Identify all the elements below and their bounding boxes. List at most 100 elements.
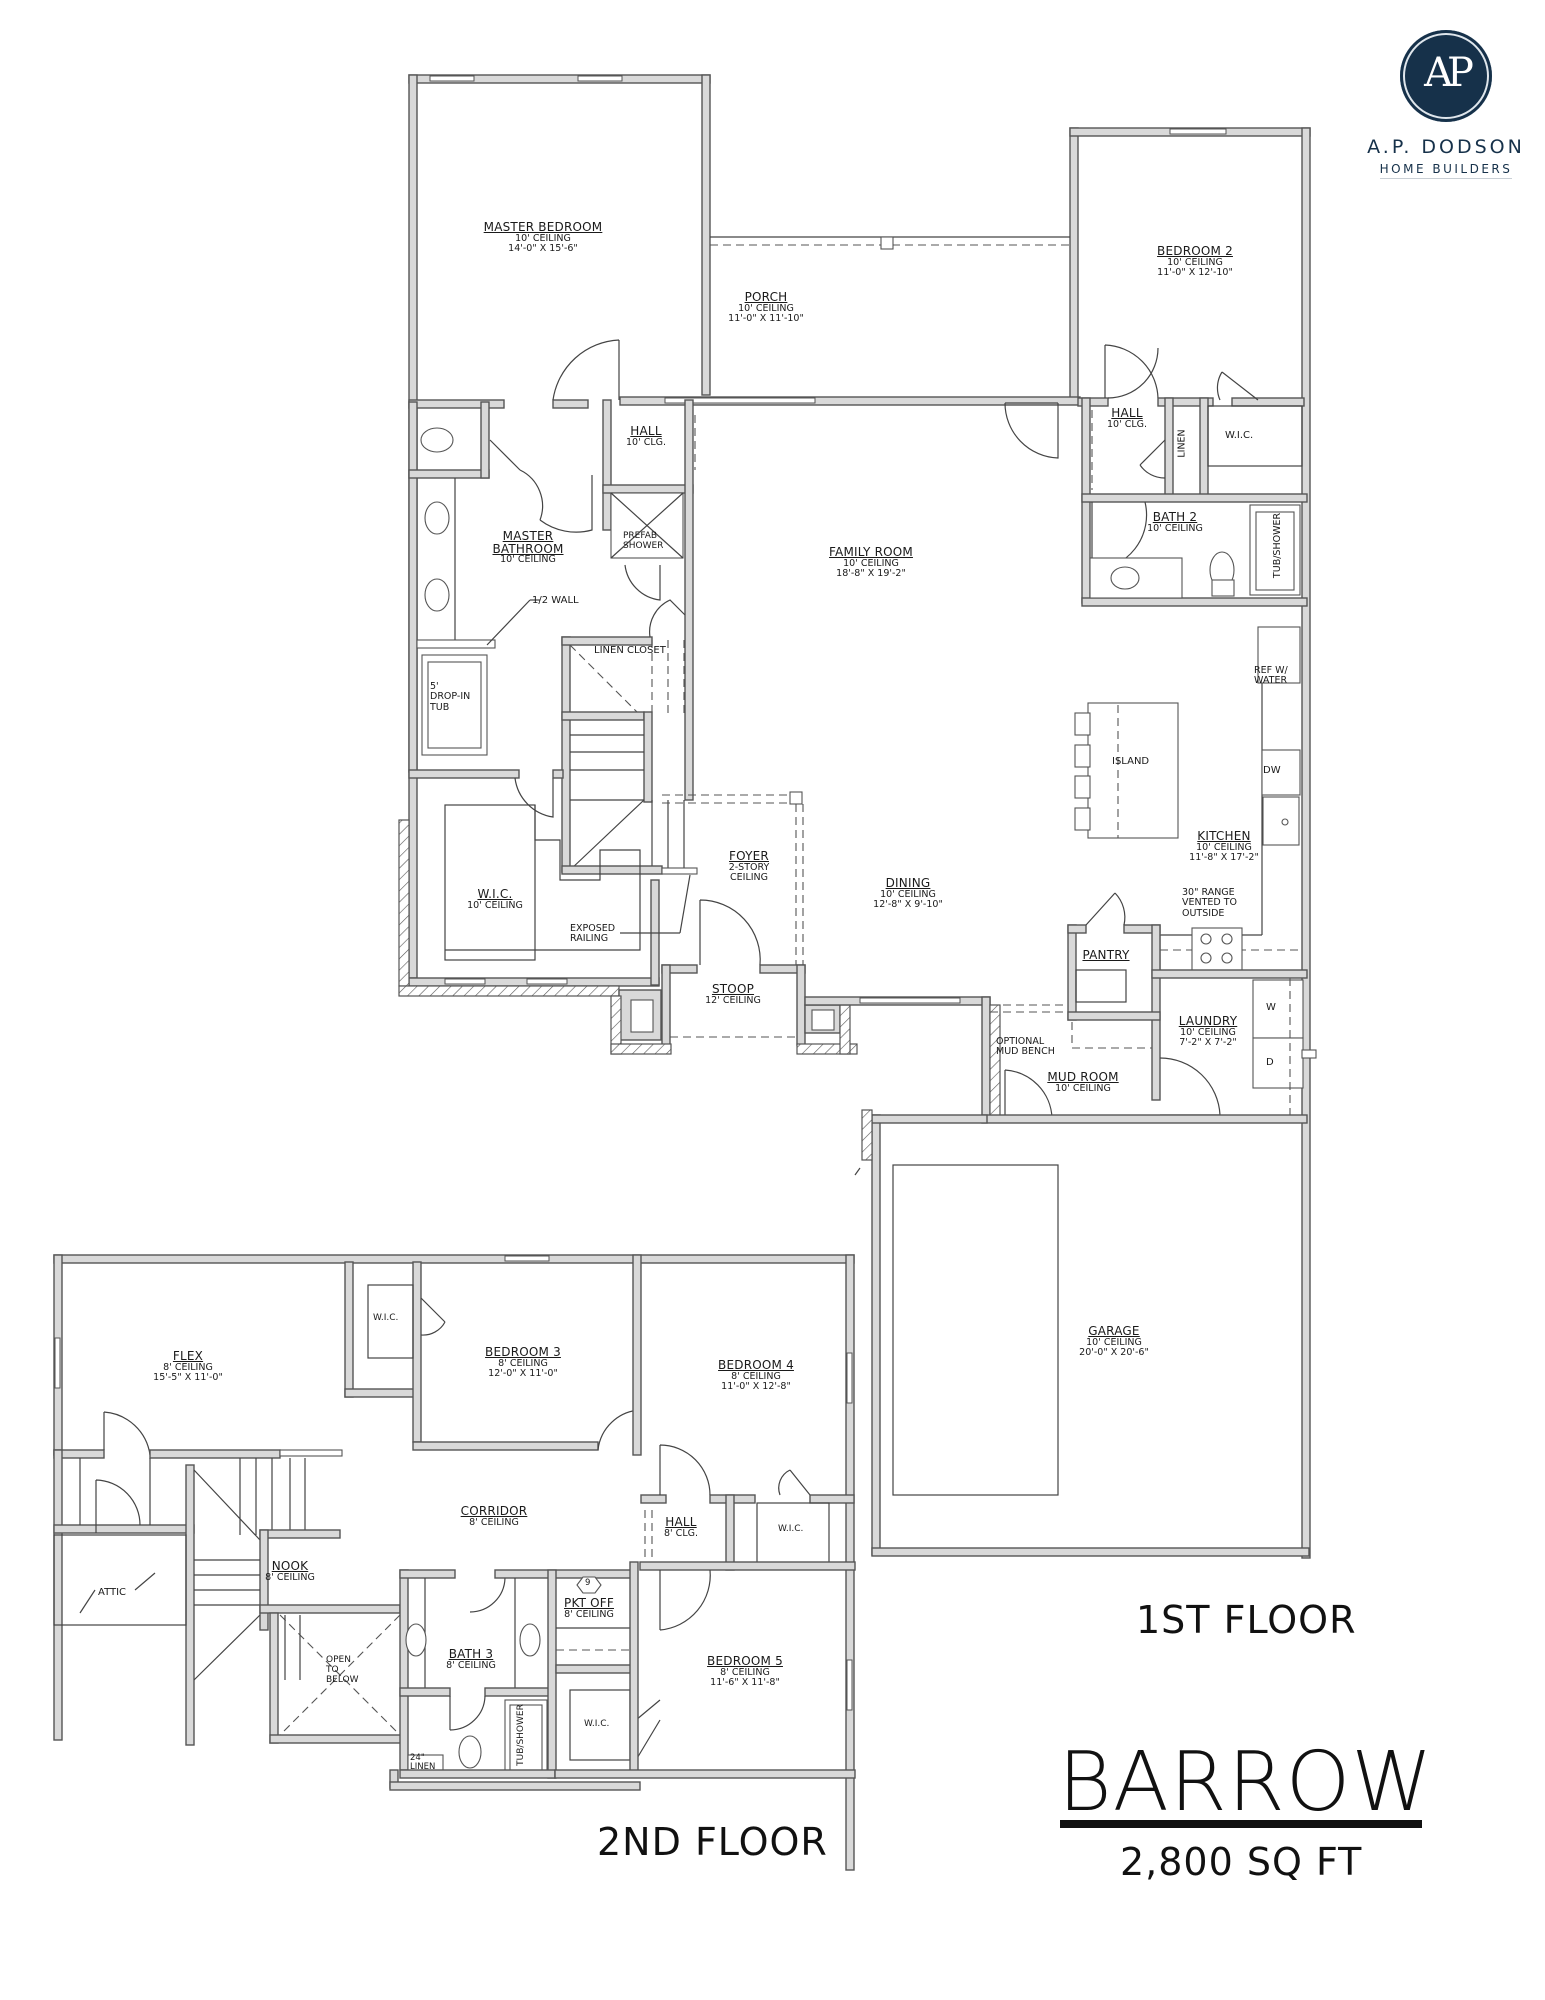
mud-bench-line1: OPTIONAL bbox=[996, 1036, 1045, 1047]
room-name: HALL bbox=[665, 1515, 697, 1529]
room-size: 12'-0" X 11'-0" bbox=[488, 1367, 558, 1379]
room-ceiling: 10' CEILING bbox=[1196, 841, 1252, 853]
plan-name-underline bbox=[1060, 1820, 1422, 1828]
room-name: FLEX bbox=[172, 1349, 204, 1363]
room-bedroom-5: BEDROOM 5 8' CEILING 11'-6" X 11'-8" bbox=[707, 1655, 783, 1688]
room-master-bathroom: MASTER BATHROOM 10' CEILING bbox=[492, 530, 563, 565]
room-name: MASTER BEDROOM bbox=[483, 220, 603, 234]
room-name: PANTRY bbox=[1082, 948, 1130, 962]
room-ceiling: 8' CEILING bbox=[498, 1357, 548, 1369]
plan-name: BARROW bbox=[1058, 1735, 1434, 1830]
room-garage: GARAGE 10' CEILING 20'-0" X 20'-6" bbox=[1079, 1325, 1149, 1358]
room-corridor: CORRIDOR 8' CEILING bbox=[461, 1505, 528, 1528]
wic-bedroom-4: W.I.C. bbox=[778, 1524, 804, 1534]
range-line2: VENTED TO bbox=[1182, 897, 1238, 909]
tub-line2: DROP-IN bbox=[430, 691, 471, 703]
open-to-below-label: OPEN TO BELOW bbox=[326, 1655, 359, 1686]
room-ceiling: 8' CEILING bbox=[446, 1659, 496, 1671]
room-size: 11'-0" X 12'-10" bbox=[1157, 266, 1233, 278]
room-size: 7'-2" X 7'-2" bbox=[1179, 1036, 1237, 1048]
room-bath-3: BATH 3 8' CEILING bbox=[446, 1648, 496, 1671]
room-name: HALL bbox=[1111, 406, 1143, 420]
room-foyer: FOYER 2-STORY CEILING bbox=[729, 850, 770, 883]
attic-label: ATTIC bbox=[98, 1587, 127, 1598]
room-porch: PORCH 10' CEILING 11'-0" X 11'-10" bbox=[728, 291, 804, 324]
tub-shower-bath-2: TUB/SHOWER bbox=[1272, 512, 1284, 579]
prefab-shower-label: PREFAB SHOWER bbox=[623, 531, 663, 552]
half-wall-callout: 1/2 WALL bbox=[532, 595, 579, 606]
room-ceiling: 8' CEILING bbox=[469, 1516, 519, 1528]
ref-line1: REF W/ bbox=[1254, 665, 1288, 676]
room-ceiling-line2: CEILING bbox=[730, 871, 768, 883]
room-name: BATH 3 bbox=[448, 1647, 494, 1661]
room-name: KITCHEN bbox=[1197, 829, 1251, 843]
room-ceiling: 10' CEILING bbox=[467, 899, 523, 911]
room-stoop: STOOP 12' CEILING bbox=[705, 983, 761, 1006]
room-bedroom-4: BEDROOM 4 8' CEILING 11'-0" X 12'-8" bbox=[718, 1359, 794, 1392]
dryer-label: D bbox=[1266, 1057, 1274, 1068]
room-hall-master: HALL 10' CLG. bbox=[626, 425, 666, 448]
open-below-line3: BELOW bbox=[326, 1674, 359, 1685]
room-wic-master: W.I.C. 10' CEILING bbox=[467, 888, 523, 911]
room-ceiling: 10' CEILING bbox=[1086, 1336, 1142, 1348]
room-ceiling: 10' CLG. bbox=[1106, 418, 1148, 430]
wic-bedroom-2: W.I.C. bbox=[1225, 430, 1254, 441]
room-size: 18'-8" X 19'-2" bbox=[836, 567, 906, 579]
open-below-line2: TO bbox=[326, 1664, 339, 1675]
tub-line1: 5' bbox=[430, 681, 439, 692]
room-laundry: LAUNDRY 10' CEILING 7'-2" X 7'-2" bbox=[1179, 1015, 1237, 1048]
room-name: BEDROOM 5 bbox=[707, 1654, 783, 1668]
room-bath-2: BATH 2 10' CEILING bbox=[1147, 511, 1203, 534]
room-hall-2nd: HALL 8' CLG. bbox=[664, 1516, 698, 1539]
brand-logo: AP A.P. DODSON HOME BUILDERS bbox=[1356, 30, 1536, 179]
room-ceiling: 10' CEILING bbox=[1147, 522, 1203, 534]
room-ceiling: 10' CEILING bbox=[1180, 1026, 1236, 1038]
room-name: GARAGE bbox=[1088, 1324, 1140, 1338]
mud-bench-line2: MUD BENCH bbox=[996, 1046, 1055, 1058]
room-ceiling: 12' CEILING bbox=[705, 994, 761, 1006]
room-name: NOOK bbox=[271, 1559, 309, 1573]
ap-monogram-badge: AP bbox=[1400, 30, 1492, 122]
room-ceiling: 8' CEILING bbox=[564, 1608, 614, 1620]
room-size: 20'-0" X 20'-6" bbox=[1079, 1346, 1149, 1358]
room-size: 11'-0" X 12'-8" bbox=[721, 1380, 791, 1392]
room-ceiling: 8' CEILING bbox=[720, 1666, 770, 1678]
room-ceiling: 8' CEILING bbox=[731, 1370, 781, 1382]
room-ceiling: 10' CEILING bbox=[1167, 256, 1223, 268]
room-ceiling: 10' CLG. bbox=[625, 436, 667, 448]
room-name-line1: MASTER bbox=[502, 529, 554, 543]
railing-line2: RAILING bbox=[570, 933, 609, 945]
room-ceiling: 10' CEILING bbox=[1055, 1082, 1111, 1094]
room-name: FOYER bbox=[729, 849, 769, 863]
room-mud-room: MUD ROOM 10' CEILING bbox=[1047, 1071, 1118, 1094]
room-size: 11'-6" X 11'-8" bbox=[710, 1676, 780, 1688]
ref-line2: WATER bbox=[1254, 675, 1288, 687]
linen-closet-bedroom-2: LINEN bbox=[1176, 429, 1188, 458]
room-size: 15'-5" X 11'-0" bbox=[153, 1371, 223, 1383]
prefab-line1: PREFAB bbox=[623, 531, 658, 541]
room-ceiling: 10' CEILING bbox=[843, 557, 899, 569]
dishwasher-label: DW bbox=[1263, 765, 1281, 776]
railing-line1: EXPOSED bbox=[570, 923, 616, 934]
tub-shower-bath-3: TUB/SHOWER bbox=[515, 1704, 526, 1766]
room-size: 12'-8" X 9'-10" bbox=[873, 898, 943, 910]
range-line3: OUTSIDE bbox=[1182, 907, 1225, 919]
first-floor-title: 1ST FLOOR bbox=[1136, 1598, 1357, 1642]
room-ceiling: 8' CLG. bbox=[664, 1527, 698, 1539]
brand-name: A.P. DODSON bbox=[1367, 136, 1525, 158]
room-name: HALL bbox=[630, 424, 662, 438]
room-name: PORCH bbox=[744, 290, 788, 304]
room-size: 11'-0" X 11'-10" bbox=[728, 312, 804, 324]
room-ceiling: 10' CEILING bbox=[738, 302, 794, 314]
room-ceiling: 10' CEILING bbox=[515, 232, 571, 244]
room-ceiling-line1: 2-STORY bbox=[728, 861, 770, 873]
room-name: CORRIDOR bbox=[460, 1504, 528, 1518]
room-name: LAUNDRY bbox=[1178, 1014, 1238, 1028]
room-name: BEDROOM 2 bbox=[1157, 244, 1233, 258]
wic-bedroom-5: W.I.C. bbox=[584, 1719, 610, 1729]
open-below-line1: OPEN bbox=[326, 1655, 351, 1665]
range-line1: 30" RANGE bbox=[1182, 887, 1235, 898]
room-family-room: FAMILY ROOM 10' CEILING 18'-8" X 19'-2" bbox=[829, 546, 913, 579]
room-name: MUD ROOM bbox=[1047, 1070, 1119, 1084]
